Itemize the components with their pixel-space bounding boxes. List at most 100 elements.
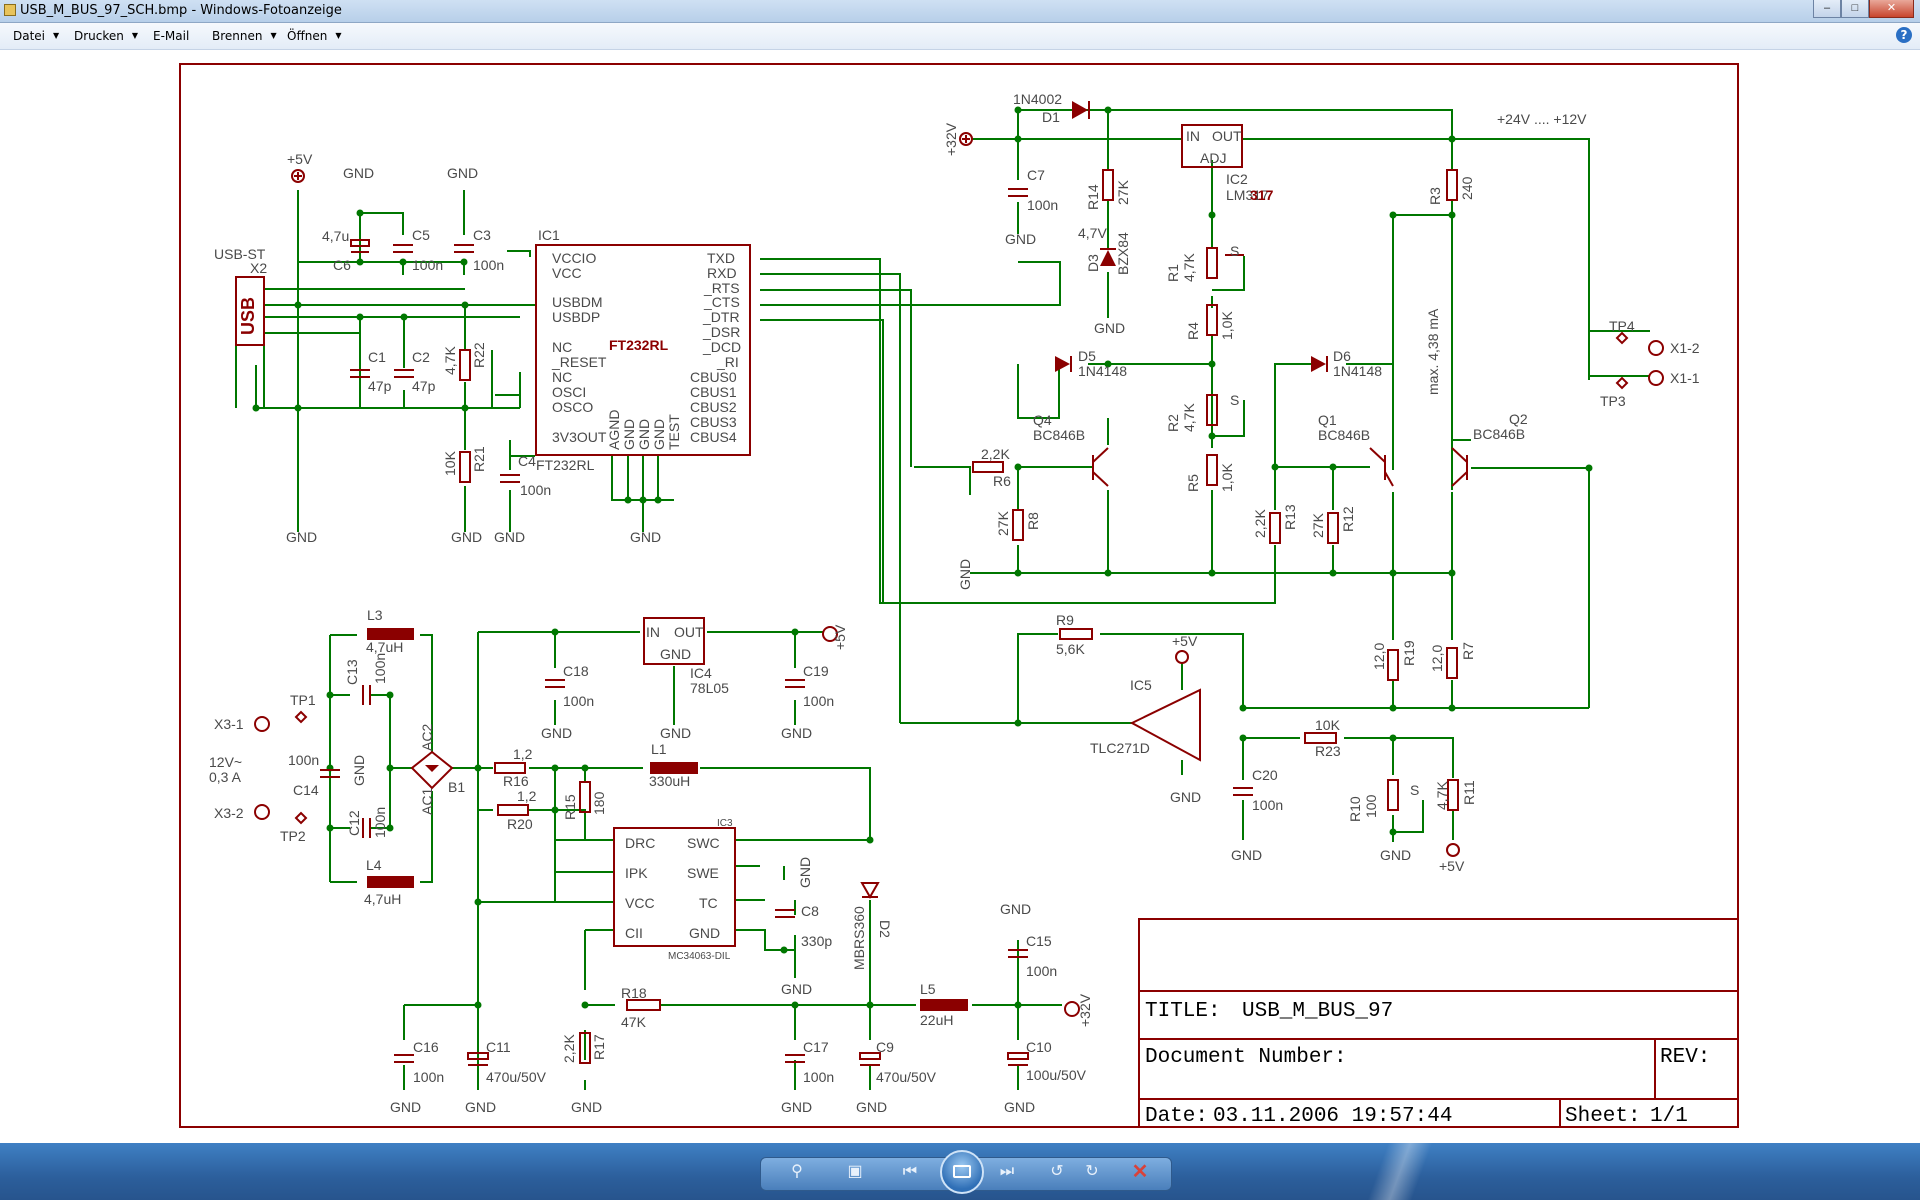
pin-test: TEST [666, 414, 682, 450]
delete-icon[interactable]: ✕ [1131, 1161, 1149, 1183]
c18-value: 100n [563, 693, 594, 709]
q4-value: BC846B [1033, 427, 1085, 443]
d3-value: BZX84 [1115, 232, 1131, 275]
photo-viewer-icon [4, 4, 16, 16]
help-icon[interactable]: ? [1896, 27, 1912, 43]
schematic-image: .w { stroke: #007700; stroke-width: 2; f… [179, 63, 1739, 1128]
plus32v-label: +32V [1077, 993, 1093, 1027]
pin-cts: _CTS [703, 294, 740, 310]
next-icon[interactable]: ⏭ [999, 1163, 1015, 1180]
ic3-value: MC34063-DIL [668, 951, 731, 962]
pin-ipk: IPK [625, 865, 648, 881]
gnd-label: GND [465, 1099, 496, 1115]
d5-label: D5 [1078, 348, 1096, 364]
max-current-label: max. 4,38 mA [1425, 308, 1441, 395]
x1-2-label: X1-2 [1670, 340, 1700, 356]
r20-value: 1,2 [517, 788, 537, 804]
menu-oeffnen[interactable]: Öffnen▼ [287, 29, 341, 43]
r17-label: R17 [591, 1034, 607, 1060]
c12-value: 100n [372, 807, 388, 838]
previous-icon[interactable]: ⏮ [902, 1163, 918, 1180]
c1-value: 47p [368, 378, 392, 394]
r10-s-label: S [1410, 782, 1419, 798]
r18-label: R18 [621, 985, 647, 1001]
ic2-label: IC2 [1226, 171, 1248, 187]
c4-value: 100n [520, 482, 551, 498]
c17-label: C17 [803, 1039, 829, 1055]
c16-value: 100n [413, 1069, 444, 1085]
gnd-label: GND [781, 1099, 812, 1115]
r17-value: 2,2K [561, 1034, 577, 1063]
r12-label: R12 [1340, 506, 1356, 532]
l3-value: 4,7uH [366, 639, 403, 655]
menu-datei-label: Datei [13, 29, 46, 43]
l1-value: 330uH [649, 773, 690, 789]
minimize-icon[interactable]: – [1813, 0, 1841, 18]
r10-label: R10 [1347, 796, 1363, 822]
tp4-label: TP4 [1609, 318, 1635, 334]
c14-label: C14 [293, 782, 319, 798]
title-bar: USB_M_BUS_97_SCH.bmp - Windows-Fotoanzei… [0, 0, 1920, 23]
r21-value: 10K [442, 450, 458, 476]
actual-size-icon[interactable]: ▣ [847, 1163, 863, 1180]
c4-label: C4 [518, 453, 536, 469]
pin-gnd3: GND [689, 925, 720, 941]
ic4-in-pin: IN [646, 624, 660, 640]
x3-1-label: X3-1 [214, 716, 244, 732]
pin-usbdp: USBDP [552, 309, 600, 325]
r11-label: R11 [1461, 780, 1477, 805]
gnd-label: GND [1094, 320, 1125, 336]
c11-value: 470u/50V [486, 1069, 547, 1085]
maximize-icon[interactable]: □ [1841, 0, 1869, 18]
b1-label: B1 [448, 779, 465, 795]
menu-email[interactable]: E-Mail [153, 29, 189, 43]
zoom-icon[interactable]: ⚲ [791, 1163, 803, 1180]
menu-drucken[interactable]: Drucken▼ [74, 29, 138, 43]
ic2-out-pin: OUT [1212, 128, 1242, 144]
pin-drc: DRC [625, 835, 655, 851]
input-voltage-label: 12V~ [209, 754, 242, 770]
document-number-label: Document Number: [1145, 1046, 1347, 1069]
pin-dsr: _DSR [702, 324, 740, 340]
slideshow-icon[interactable] [940, 1150, 984, 1194]
d6-value: 1N4148 [1333, 363, 1382, 379]
gnd-label: GND [1380, 847, 1411, 863]
pin-gnd: GND [621, 419, 637, 450]
zener-voltage: 4,7V [1078, 225, 1107, 241]
r8-label: R8 [1025, 512, 1041, 530]
input-current-label: 0,3 A [209, 769, 242, 785]
close-icon[interactable]: ✕ [1869, 0, 1914, 18]
rotate-cw-icon[interactable]: ↻ [1085, 1163, 1099, 1180]
c8-label: C8 [801, 903, 819, 919]
c3-label: C3 [473, 227, 491, 243]
r15-label: R15 [562, 794, 578, 820]
q1-value: BC846B [1318, 427, 1370, 443]
schematic-labels: 1N4002 D1 +32V C7 100n GND R14 27K 4,7V … [209, 91, 1700, 1115]
c12-label: C12 [346, 810, 362, 836]
d1-type-label: 1N4002 [1013, 91, 1062, 107]
c2-label: C2 [412, 349, 430, 365]
gnd-label: GND [781, 725, 812, 741]
menu-brennen[interactable]: Brennen▼ [212, 29, 277, 43]
r1-label: R1 [1165, 264, 1181, 282]
r19-label: R19 [1401, 640, 1417, 666]
r16-label: R16 [503, 773, 529, 789]
r23-label: R23 [1315, 743, 1341, 759]
x2-label: X2 [250, 260, 267, 276]
gnd-label: GND [494, 529, 525, 545]
r22-label: R22 [471, 342, 487, 368]
menu-datei[interactable]: Datei▼ [13, 29, 59, 43]
rotate-ccw-icon[interactable]: ↺ [1050, 1163, 1064, 1180]
d5-value: 1N4148 [1078, 363, 1127, 379]
chevron-down-icon: ▼ [131, 31, 139, 40]
r8-value: 27K [995, 510, 1011, 536]
r3-value: 240 [1459, 176, 1475, 200]
chevron-down-icon: ▼ [270, 31, 277, 40]
pin-vccio: VCCIO [552, 250, 596, 266]
taskbar-flare [1300, 1143, 1500, 1200]
pin-dcd: _DCD [702, 339, 741, 355]
c15-label: C15 [1026, 933, 1052, 949]
r16-value: 1,2 [513, 746, 533, 762]
c6-label: C6 [333, 257, 351, 273]
ic1-name: FT232RL [536, 457, 595, 473]
